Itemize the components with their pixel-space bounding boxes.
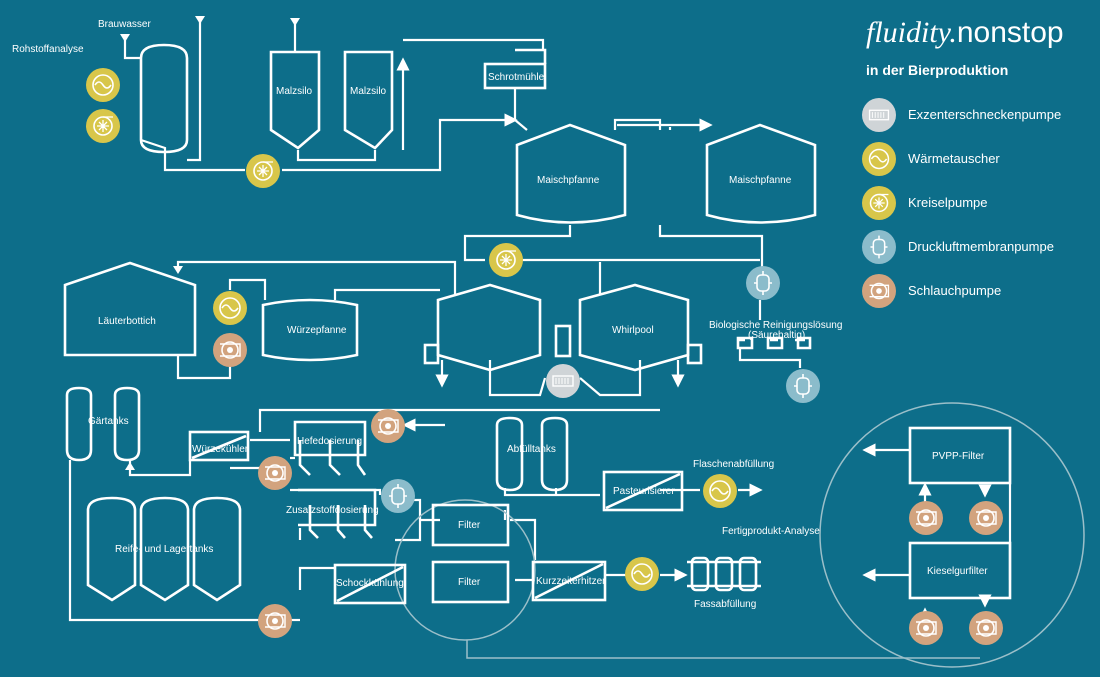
label-abfuelltanks: Abfülltanks (507, 444, 556, 455)
whirlpool-tank-1 (436, 283, 542, 372)
label-maischpfanne-1: Maischpfanne (537, 175, 600, 186)
malzsilo-1 (269, 50, 321, 150)
label-schrotmuehle: Schrotmühle (488, 72, 545, 83)
label-reife-lagertanks: Reife- und Lagertanks (115, 544, 213, 555)
whirlpool-valve (554, 324, 572, 358)
schlauchpumpe-icon (257, 455, 293, 491)
schlauchpumpe-icon (908, 500, 944, 536)
kieselgur-filter-box (908, 541, 1012, 600)
label-pvpp-filter: PVPP-Filter (932, 451, 985, 462)
filter-1-box (431, 503, 510, 547)
schockkuehlung-box (333, 563, 407, 605)
label-kieselgurfilter: Kieselgurfilter (927, 566, 988, 577)
label-whirlpool: Whirlpool (612, 325, 654, 336)
fass-3 (738, 556, 758, 592)
waermetauscher-icon (85, 67, 121, 103)
label-flaschenabfuellung: Flaschenabfüllung (693, 459, 774, 470)
label-gaertanks: Gärtanks (88, 416, 129, 427)
brand-part-1: fluidity. (866, 16, 957, 49)
waermetauscher-icon (212, 290, 248, 326)
gaertank-2 (113, 386, 141, 462)
label-filter-1: Filter (458, 520, 481, 531)
zusatzstoff-box (298, 488, 377, 527)
kurzzeiterhitzer-box (531, 560, 607, 602)
malzsilo-2 (343, 50, 394, 150)
brand-part-2: nonstop (956, 16, 1064, 49)
schlauchpumpe-icon (968, 500, 1004, 536)
label-zusatzstoffdosierung: Zusatzstoffdosierung (286, 505, 379, 516)
schlauchpumpe-icon (257, 603, 293, 639)
druckluftmembranpumpe-icon (745, 265, 781, 301)
reife-tank-3 (192, 496, 242, 602)
exzenterschneckenpumpe-icon (862, 98, 896, 132)
pipes (68, 18, 1012, 622)
abfuelltank-1 (495, 416, 524, 492)
exzenterschneckenpumpe-icon (545, 363, 581, 399)
wuerzekuehler-box (188, 430, 250, 462)
druckluftmembranpumpe-icon (862, 230, 896, 264)
brauwasser-tank (139, 43, 189, 154)
schlauchpumpe-icon (908, 610, 944, 646)
legend-label: Schlauchpumpe (908, 283, 1002, 298)
reife-tank-2 (139, 496, 190, 602)
flow-arrows (120, 16, 300, 470)
schlauchpumpe-icon (212, 332, 248, 368)
waermetauscher-icon (862, 142, 896, 176)
abfuelltank-2 (540, 416, 569, 492)
fass-1 (690, 556, 710, 592)
label-wuerzekuehler: Würzekühler (192, 444, 249, 455)
druckluftmembranpumpe-icon (380, 478, 416, 514)
label-filter-2: Filter (458, 577, 481, 588)
wuerzepfanne (261, 298, 359, 362)
label-laeuterbottich: Läuterbottich (98, 316, 156, 327)
label-maischpfanne-2: Maischpfanne (729, 175, 792, 186)
legend-label: Druckluftmembranpumpe (908, 239, 1054, 254)
brand-logo: fluidity.nonstop (866, 16, 1064, 50)
equipment (63, 43, 1012, 605)
maischpfanne-1 (515, 123, 627, 224)
reife-tank-1 (86, 496, 137, 602)
legend-label: Exzenterschneckenpumpe (908, 107, 1062, 122)
label-fassabfuellung: Fassabfüllung (694, 599, 756, 610)
fass-2 (714, 556, 734, 592)
gaertank-1 (65, 386, 93, 462)
labels: Rohstoffanalyse Brauwasser Malzsilo Malz… (12, 19, 988, 610)
label-malzsilo-2: Malzsilo (350, 86, 387, 97)
schlauchpumpe-icon (968, 610, 1004, 646)
kreiselpumpe-icon (245, 153, 281, 189)
label-hefedosierung: Hefedosierung (297, 436, 362, 447)
waermetauscher-icon (702, 473, 738, 509)
label-wuerzepfanne: Würzepfanne (287, 325, 347, 336)
label-brauwasser: Brauwasser (98, 19, 151, 30)
filter-2-box (431, 560, 510, 604)
label-malzsilo-1: Malzsilo (276, 86, 313, 97)
pvpp-filter-box (908, 426, 1012, 485)
waermetauscher-icon (624, 556, 660, 592)
schlauchpumpe-icon (370, 408, 406, 444)
kreiselpumpe-icon (488, 242, 524, 278)
label-fertigprodukt-analyse: Fertigprodukt-Analyse (722, 526, 820, 537)
label-pasteurisierer: Pasteurisierer (613, 486, 675, 497)
subtitle: in der Bierproduktion (866, 62, 1009, 78)
filter-detail-circle (819, 402, 1085, 668)
label-biologisch: Biologische Reinigungslösung (709, 320, 842, 331)
kreiselpumpe-icon (85, 108, 121, 144)
druckluftmembranpumpe-icon (785, 368, 821, 404)
pasteurisierer-box (602, 470, 684, 512)
label-schockkuehlung: Schockkühlung (336, 578, 404, 589)
schlauchpumpe-icon (862, 274, 896, 308)
label-kurzzeiterhitzer: Kurzzeiterhitzer (536, 576, 606, 587)
hefedosierung-box (293, 420, 367, 457)
label-biologisch-sub: (Säurehaltig) (748, 330, 805, 341)
legend-label: Kreiselpumpe (908, 195, 988, 210)
maischpfanne-2 (705, 123, 817, 224)
schrotmuehle-box (483, 62, 547, 90)
label-rohstoffanalyse: Rohstoffanalyse (12, 44, 84, 55)
kreiselpumpe-icon (862, 186, 896, 220)
laeuterbottich (63, 261, 197, 357)
legend-label: Wärmetauscher (908, 151, 1000, 166)
